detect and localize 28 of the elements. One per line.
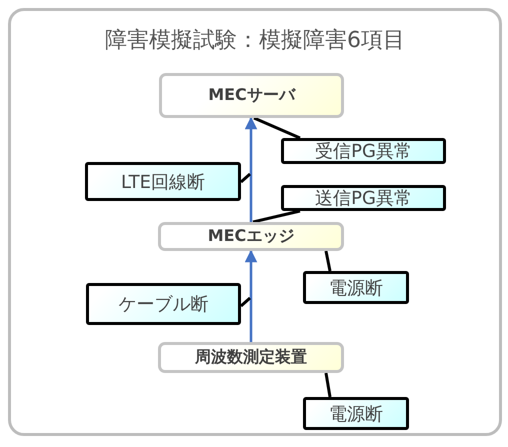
device-box bbox=[159, 73, 344, 118]
callout-label: LTE回線断 bbox=[121, 170, 205, 194]
leader-line bbox=[253, 116, 301, 140]
callout-box bbox=[281, 138, 446, 164]
callout-box bbox=[86, 283, 241, 325]
callout-box bbox=[303, 397, 409, 430]
device-label: MECサーバ bbox=[208, 85, 295, 106]
leader-line bbox=[240, 172, 251, 184]
arrow bbox=[244, 116, 258, 222]
device-box bbox=[158, 342, 344, 373]
callout-box bbox=[281, 185, 446, 211]
leader-line bbox=[324, 372, 332, 398]
callout-label: 送信PG異常 bbox=[315, 187, 412, 210]
callout-label: ケーブル断 bbox=[118, 293, 208, 316]
device-box bbox=[158, 222, 344, 251]
callout-label: 電源断 bbox=[329, 276, 383, 300]
arrow bbox=[244, 250, 258, 342]
callout-label: 受信PG異常 bbox=[315, 140, 412, 163]
leader-line bbox=[240, 296, 251, 308]
callout-box bbox=[303, 271, 409, 304]
panel-title: 障害模擬試験：模擬障害6項目 bbox=[104, 27, 406, 55]
leader-line bbox=[252, 210, 300, 224]
device-label: MECエッジ bbox=[208, 226, 294, 247]
callout-box bbox=[85, 162, 241, 201]
device-label: 周波数測定装置 bbox=[195, 347, 307, 368]
leader-line bbox=[324, 250, 332, 272]
callout-label: 電源断 bbox=[329, 402, 383, 426]
panel bbox=[8, 8, 502, 436]
